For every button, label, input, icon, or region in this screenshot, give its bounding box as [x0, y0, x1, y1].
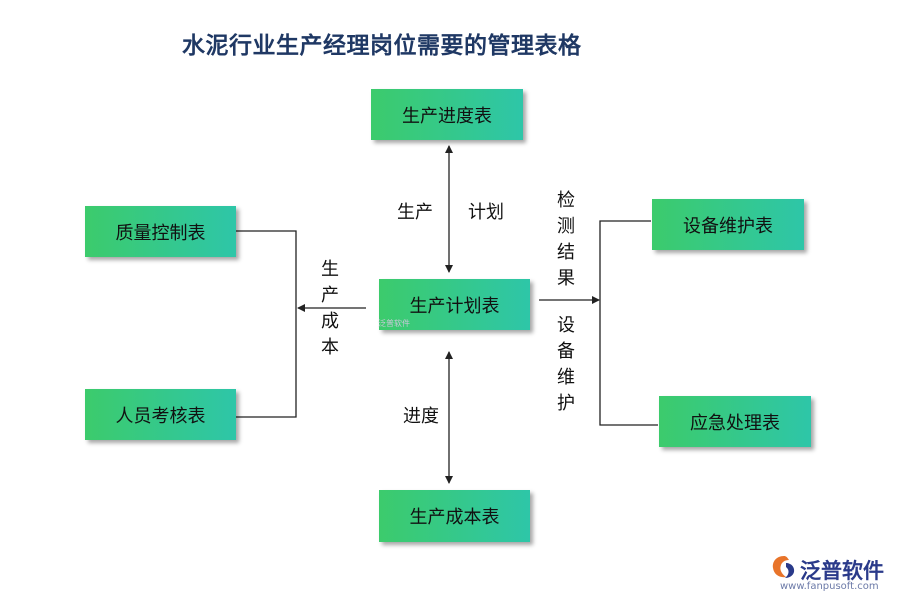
label-production: 生产: [397, 202, 433, 223]
left-bracket: [236, 230, 297, 418]
page-title: 水泥行业生产经理岗位需要的管理表格: [182, 33, 582, 59]
label-progress: 进度: [403, 406, 439, 427]
box-quality-control: 质量控制表: [85, 206, 236, 257]
label-plan: 计划: [468, 202, 504, 223]
box-staff-assessment: 人员考核表: [85, 389, 236, 440]
logo-name: 泛普软件: [800, 559, 884, 583]
logo-url: www.fanpusoft.com: [780, 581, 879, 592]
box-emergency-handling: 应急处理表: [659, 396, 811, 447]
fanpu-logo-icon: [772, 556, 795, 578]
label-equipment-maintenance-vertical: 设备维护: [557, 315, 575, 414]
box-equipment-maintenance: 设备维护表: [652, 199, 804, 250]
label-inspection-result-vertical: 检测结果: [557, 190, 575, 289]
box-production-plan: 生产计划表: [379, 279, 530, 330]
right-bracket: [599, 220, 658, 426]
watermark: 泛普软件: [378, 319, 410, 328]
box-production-progress: 生产进度表: [371, 89, 523, 140]
label-production-cost-vertical: 生产成本: [321, 259, 339, 358]
box-production-cost: 生产成本表: [379, 490, 530, 542]
